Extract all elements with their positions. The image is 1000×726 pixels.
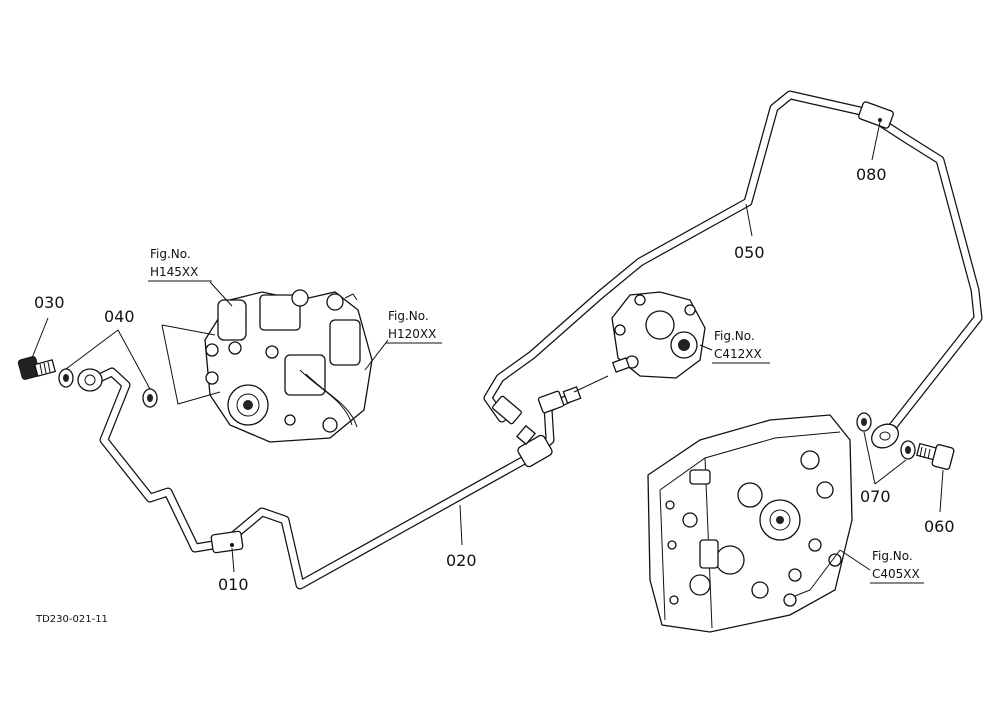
valve-c412 [611,291,706,379]
ref-h145-code: H145XX [150,265,198,279]
washer-040a [58,368,74,388]
ref-h145: Fig.No. H145XX [148,247,212,282]
label-040: 040 [104,307,135,326]
eye-fitting [77,368,103,392]
label-020: 020 [446,551,477,570]
washer-070a [856,412,872,432]
pipe-020 [90,367,533,590]
label-030: 030 [34,293,65,312]
ref-c405-code: C405XX [872,567,920,581]
washer-040b [142,388,158,408]
label-060: 060 [924,517,955,536]
transmission-case [647,414,853,633]
pump-assembly [204,289,373,443]
ref-c405: Fig.No. C405XX [870,549,924,584]
tee-fitting [492,386,582,468]
label-010: 010 [218,575,249,594]
leader-lines [31,121,944,597]
clamp-010 [210,530,244,554]
ref-h120-code: H120XX [388,327,436,341]
label-080: 080 [856,165,887,184]
drawing-code: TD230-021-11 [35,614,108,625]
washer-070b [900,440,916,460]
ref-h120: Fig.No. H120XX [386,309,442,344]
label-070: 070 [860,487,891,506]
ref-c412: Fig.No. C412XX [712,329,770,364]
bolt-030 [17,356,57,380]
label-050: 050 [734,243,765,262]
ref-c405-fig: Fig.No. [872,549,913,563]
ref-h120-fig: Fig.No. [388,309,429,323]
ref-c412-fig: Fig.No. [714,329,755,343]
clamp-080 [858,101,894,129]
bolt-060 [915,442,955,470]
ref-c412-code: C412XX [714,347,762,361]
pipe-nut-right [871,423,899,449]
ref-h145-fig: Fig.No. [150,247,191,261]
pipe-050 [483,90,983,435]
